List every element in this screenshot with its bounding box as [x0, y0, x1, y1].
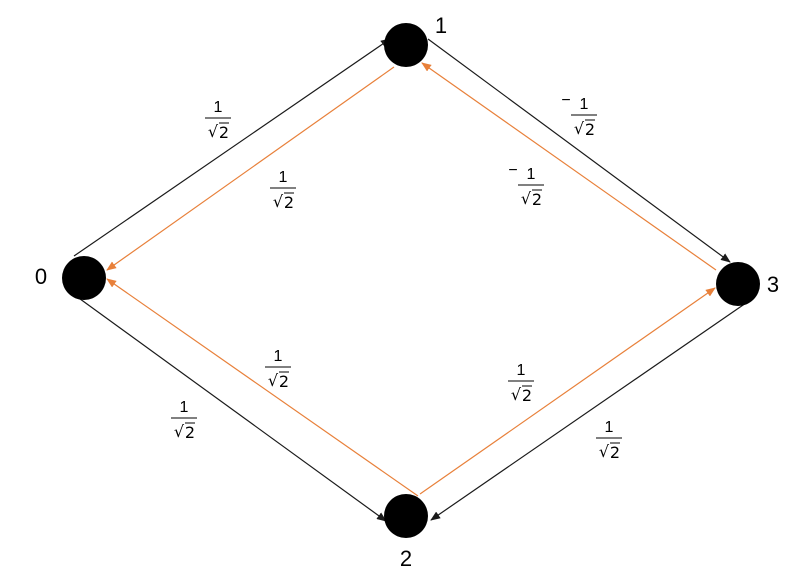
node-1 — [384, 23, 428, 67]
sqrt-radical-icon: √ — [599, 442, 610, 461]
sqrt-radical-icon: √ — [174, 422, 185, 441]
sqrt-radical-icon: √ — [574, 119, 585, 138]
weight-numerator: 1 — [580, 96, 589, 113]
node-label-1: 1 — [435, 13, 447, 38]
weight-denominator: 2 — [284, 193, 294, 212]
weight-denominator: 2 — [279, 372, 289, 391]
nodes-layer: 0 1 2 3 — [35, 13, 779, 571]
node-label-0: 0 — [35, 264, 47, 289]
weight-numerator: 1 — [180, 399, 189, 416]
weight-label-e-3-1: −1 √2 — [508, 162, 544, 209]
weight-denominator: 2 — [219, 123, 229, 142]
node-label-3: 3 — [767, 272, 779, 297]
edge-1-to-0 — [106, 66, 395, 271]
sqrt-radical-icon: √ — [208, 122, 219, 141]
weight-denominator: 2 — [532, 190, 542, 209]
edge-0-to-1 — [73, 38, 391, 257]
node-2 — [384, 494, 428, 538]
sqrt-radical-icon: √ — [268, 371, 279, 390]
weight-denominator: 2 — [610, 443, 620, 462]
sqrt-radical-icon: √ — [521, 189, 532, 208]
weight-denominator: 2 — [185, 423, 195, 442]
edge-2-to-0 — [106, 278, 419, 497]
weight-sign: − — [561, 92, 570, 109]
edge-3-to-2 — [430, 302, 747, 521]
weight-numerator: 1 — [214, 99, 223, 116]
weight-denominator: 2 — [522, 386, 532, 405]
weight-label-e-1-0: 1 √2 — [270, 169, 296, 212]
node-0 — [62, 256, 106, 300]
weight-labels-layer: 1√21√2−1√2−1√21√21√21√21√2 — [171, 92, 622, 462]
weight-label-e-3-2: 1 √2 — [596, 419, 622, 462]
weight-numerator: 1 — [605, 419, 614, 436]
weight-label-e-0-2: 1 √2 — [171, 399, 197, 442]
edges-layer — [73, 38, 747, 522]
weight-label-e-2-0: 1 √2 — [265, 348, 291, 391]
edge-0-to-2 — [75, 295, 387, 522]
sqrt-radical-icon: √ — [511, 385, 522, 404]
node-3 — [716, 262, 760, 306]
weight-numerator: 1 — [274, 348, 283, 365]
weight-denominator: 2 — [585, 120, 595, 139]
weight-sign: − — [508, 162, 517, 179]
edge-2-to-3 — [419, 287, 716, 495]
node-label-2: 2 — [400, 546, 412, 571]
weight-numerator: 1 — [517, 362, 526, 379]
edge-1-to-3 — [427, 38, 731, 263]
weight-numerator: 1 — [527, 166, 536, 183]
edge-3-to-1 — [421, 62, 717, 271]
weight-label-e-1-3: −1 √2 — [561, 92, 597, 139]
weight-label-e-0-1: 1 √2 — [205, 99, 231, 142]
weight-label-e-2-3: 1 √2 — [508, 362, 534, 405]
sqrt-radical-icon: √ — [273, 192, 284, 211]
weight-numerator: 1 — [279, 169, 288, 186]
